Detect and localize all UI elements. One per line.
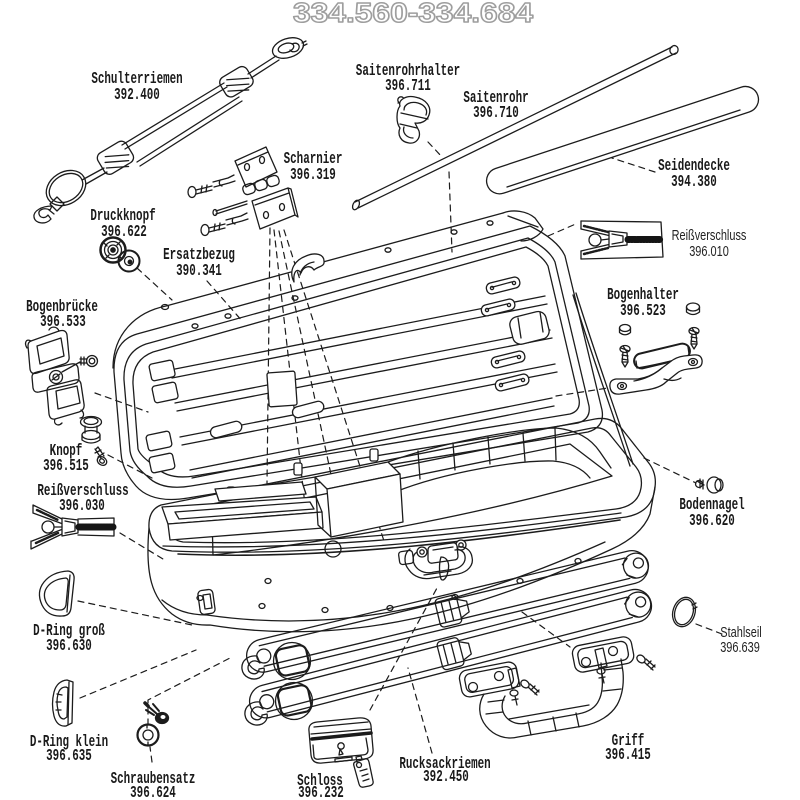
- svg-text:396.523: 396.523: [620, 302, 666, 321]
- svg-text:Druckknopf: Druckknopf: [90, 207, 155, 226]
- svg-text:396.630: 396.630: [46, 637, 92, 656]
- svg-text:Knopf: Knopf: [50, 442, 83, 461]
- svg-text:390.341: 390.341: [176, 262, 222, 281]
- svg-text:Rucksackriemen: Rucksackriemen: [399, 755, 490, 774]
- svg-text:394.380: 394.380: [671, 173, 717, 192]
- svg-text:392.400: 392.400: [114, 86, 160, 105]
- svg-text:Griff: Griff: [612, 732, 645, 751]
- svg-text:Stahlseil: Stahlseil: [720, 623, 761, 640]
- svg-text:Bogenbrücke: Bogenbrücke: [26, 298, 98, 317]
- svg-text:396.232: 396.232: [298, 784, 344, 800]
- svg-text:D-Ring groß: D-Ring groß: [33, 622, 105, 641]
- svg-text:Saitenrohrhalter: Saitenrohrhalter: [356, 62, 460, 81]
- svg-text:Reißverschluss: Reißverschluss: [672, 226, 747, 243]
- svg-text:396.030: 396.030: [59, 497, 105, 516]
- svg-text:Bodennagel: Bodennagel: [679, 496, 744, 515]
- svg-text:Scharnier: Scharnier: [284, 150, 343, 169]
- svg-text:Bogenhalter: Bogenhalter: [607, 286, 679, 305]
- svg-text:396.533: 396.533: [40, 313, 86, 332]
- svg-text:396.639: 396.639: [720, 638, 760, 655]
- svg-text:Saitenrohr: Saitenrohr: [463, 89, 528, 108]
- svg-text:Schraubensatz: Schraubensatz: [111, 770, 196, 789]
- svg-text:Seidendecke: Seidendecke: [658, 157, 730, 176]
- svg-text:334.560-334.684: 334.560-334.684: [293, 0, 533, 28]
- svg-text:D-Ring klein: D-Ring klein: [30, 733, 108, 752]
- svg-text:Ersatzbezug: Ersatzbezug: [163, 246, 235, 265]
- svg-text:Schulterriemen: Schulterriemen: [91, 70, 182, 89]
- svg-text:396.710: 396.710: [473, 104, 519, 123]
- svg-text:396.415: 396.415: [605, 746, 651, 765]
- svg-text:396.515: 396.515: [43, 457, 89, 476]
- svg-text:392.450: 392.450: [423, 768, 469, 787]
- svg-text:396.711: 396.711: [385, 77, 431, 96]
- svg-text:396.624: 396.624: [130, 784, 176, 800]
- svg-text:396.620: 396.620: [689, 512, 735, 531]
- svg-text:396.319: 396.319: [290, 166, 336, 185]
- svg-text:396.635: 396.635: [46, 747, 92, 766]
- svg-text:Schloss: Schloss: [297, 772, 343, 791]
- svg-text:396.010: 396.010: [689, 242, 729, 259]
- svg-text:Reißverschluss: Reißverschluss: [37, 482, 128, 501]
